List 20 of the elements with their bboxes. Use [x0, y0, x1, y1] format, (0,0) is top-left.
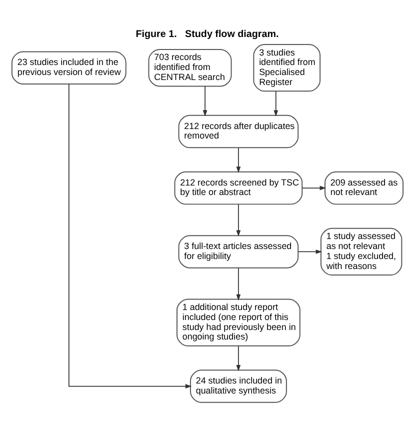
node-box: 703 records identified from CENTRAL search	[148, 48, 232, 87]
node-box: 209 assessed as not relevant	[324, 171, 404, 205]
arrow	[236, 268, 241, 301]
node-box: 23 studies included in the previous version of review	[11, 51, 126, 84]
arrow	[302, 186, 326, 190]
node-box: 1 study assessed as not relevant 1 study excluded, with reasons	[320, 228, 402, 276]
node-box: 3 full-text articles assessed for eligibility	[178, 235, 299, 268]
node-box: 212 records screened by TSC by title or abstract	[174, 171, 303, 205]
arrow	[236, 345, 241, 372]
node-box: 212 records after duplicates removed	[178, 114, 299, 148]
node-box: 3 studies identified from Specialised Register	[253, 44, 321, 92]
node-box: 24 studies included in qualitative synthesis	[190, 370, 287, 403]
arrow	[298, 250, 322, 254]
diagram-title: Figure 1. Study flow diagram.	[136, 29, 279, 40]
arrow	[236, 204, 241, 236]
arrow	[236, 147, 241, 173]
node-box: 1 additional study report included (one report of this study had previously been in ongoing studies)	[176, 298, 300, 346]
arrow	[68, 84, 192, 388]
arrow	[202, 86, 208, 116]
arrow	[274, 90, 278, 116]
